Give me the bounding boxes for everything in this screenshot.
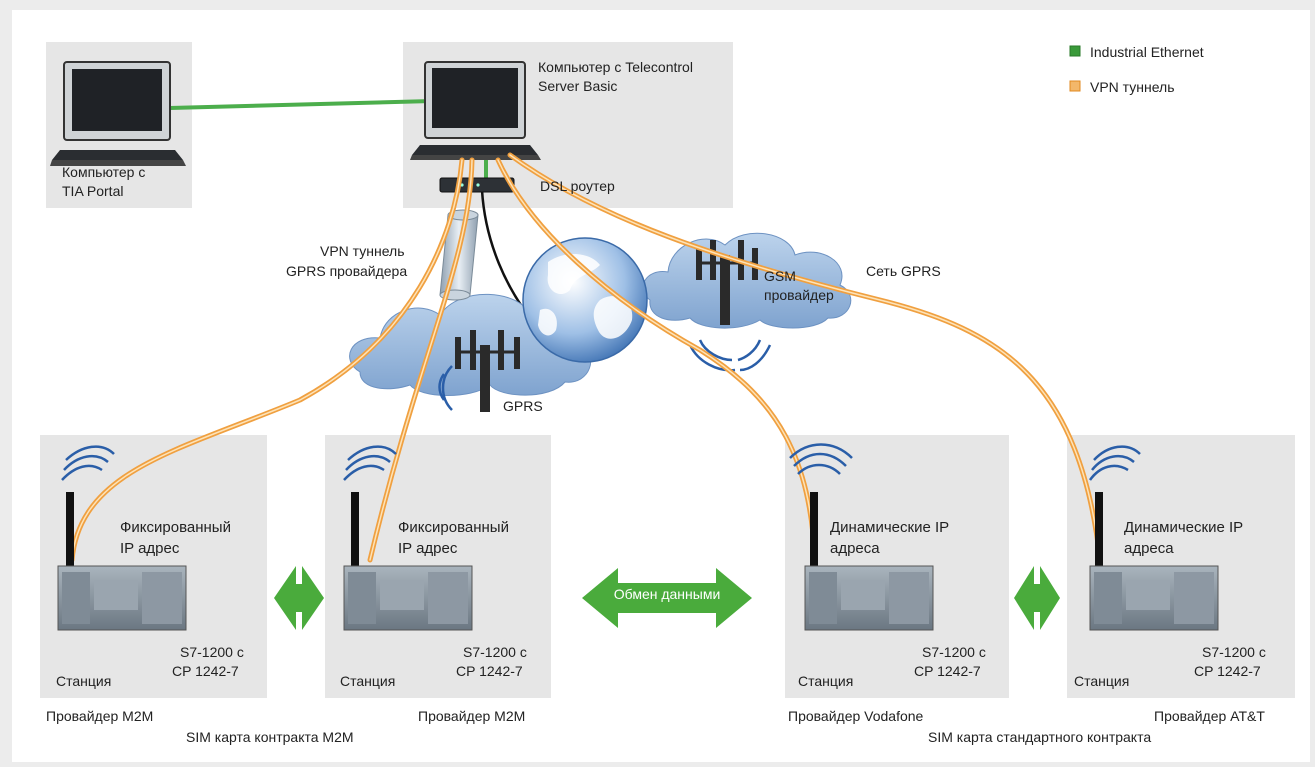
pc-tia-label-line1: Компьютер с bbox=[62, 164, 146, 180]
gprs-cloud-right bbox=[642, 232, 852, 329]
gprs-label: GPRS bbox=[503, 398, 543, 414]
station-3-device-line1: S7-1200 с bbox=[922, 644, 986, 660]
antenna-icon bbox=[351, 492, 359, 568]
station-2-ip-line2: IP адрес bbox=[398, 540, 458, 557]
station-4-provider: Провайдер AT&T bbox=[1154, 708, 1265, 724]
pc-server-icon bbox=[410, 61, 541, 160]
station-4-ip-line1: Динамические IP bbox=[1124, 519, 1244, 536]
pc-tia-label-line2: TIA Portal bbox=[62, 183, 124, 199]
dsl-router-icon bbox=[439, 177, 515, 193]
antenna-icon bbox=[66, 492, 74, 568]
vpn-tunnel-label-line1: VPN туннель bbox=[320, 243, 405, 259]
sim-m2m-label: SIM карта контракта M2M bbox=[186, 729, 354, 745]
station-2-name: Станция bbox=[340, 673, 396, 689]
gprs-network-label: Сеть GPRS bbox=[866, 263, 941, 279]
station-1-equipment bbox=[57, 445, 187, 631]
station-1-provider: Провайдер M2M bbox=[46, 708, 154, 724]
legend-vpn-label: VPN туннель bbox=[1090, 79, 1175, 95]
station-3-ip-line2: адреса bbox=[830, 540, 880, 557]
station-3-equipment bbox=[789, 443, 934, 631]
arrow-station-1-2 bbox=[274, 566, 324, 630]
station-2-device-line1: S7-1200 с bbox=[463, 644, 527, 660]
station-4-name: Станция bbox=[1074, 673, 1130, 689]
arrow-main-exchange bbox=[582, 568, 752, 628]
station-2-provider: Провайдер M2M bbox=[418, 708, 526, 724]
station-2-equipment bbox=[343, 445, 473, 631]
dsl-router-label: DSL роутер bbox=[540, 178, 615, 194]
internet-globe-icon bbox=[522, 237, 648, 363]
pc-server-label-line1: Компьютер с Telecontrol bbox=[538, 59, 693, 75]
antenna-icon bbox=[1095, 492, 1103, 568]
station-3-device-line2: CP 1242-7 bbox=[914, 663, 981, 679]
arrow-station-3-4 bbox=[1014, 566, 1060, 630]
station-1-device-line2: CP 1242-7 bbox=[172, 663, 239, 679]
gsm-provider-label-line2: провайдер bbox=[764, 287, 834, 303]
gsm-provider-label-line1: GSM bbox=[764, 268, 796, 284]
station-3-provider: Провайдер Vodafone bbox=[788, 708, 924, 724]
data-exchange-label: Обмен данными bbox=[613, 586, 721, 602]
station-4-device-line1: S7-1200 с bbox=[1202, 644, 1266, 660]
station-3-name: Станция bbox=[798, 673, 854, 689]
legend-ethernet-swatch bbox=[1069, 45, 1081, 57]
station-1-ip-line2: IP адрес bbox=[120, 540, 180, 557]
pc-tia-icon bbox=[50, 61, 186, 166]
pc-server-label-line2: Server Basic bbox=[538, 78, 618, 94]
legend-ethernet-label: Industrial Ethernet bbox=[1090, 44, 1204, 60]
gprs-tower-icon bbox=[438, 330, 520, 412]
sim-standard-label: SIM карта стандартного контракта bbox=[928, 729, 1152, 745]
antenna-icon bbox=[810, 492, 818, 568]
station-1-device-line1: S7-1200 с bbox=[180, 644, 244, 660]
station-4-equipment bbox=[1088, 445, 1219, 631]
station-2-device-line2: CP 1242-7 bbox=[456, 663, 523, 679]
data-exchange-arrows bbox=[274, 566, 1060, 630]
ethernet-line-pcs bbox=[169, 98, 471, 110]
station-1-ip-line1: Фиксированный bbox=[120, 519, 231, 536]
station-2-ip-line1: Фиксированный bbox=[398, 519, 509, 536]
station-4-device-line2: CP 1242-7 bbox=[1194, 663, 1261, 679]
vpn-tunnel-label-line2: GPRS провайдера bbox=[286, 263, 408, 279]
legend-vpn-swatch bbox=[1069, 80, 1081, 92]
station-3-ip-line1: Динамические IP bbox=[830, 519, 950, 536]
station-1-name: Станция bbox=[56, 673, 112, 689]
station-4-ip-line2: адреса bbox=[1124, 540, 1174, 557]
